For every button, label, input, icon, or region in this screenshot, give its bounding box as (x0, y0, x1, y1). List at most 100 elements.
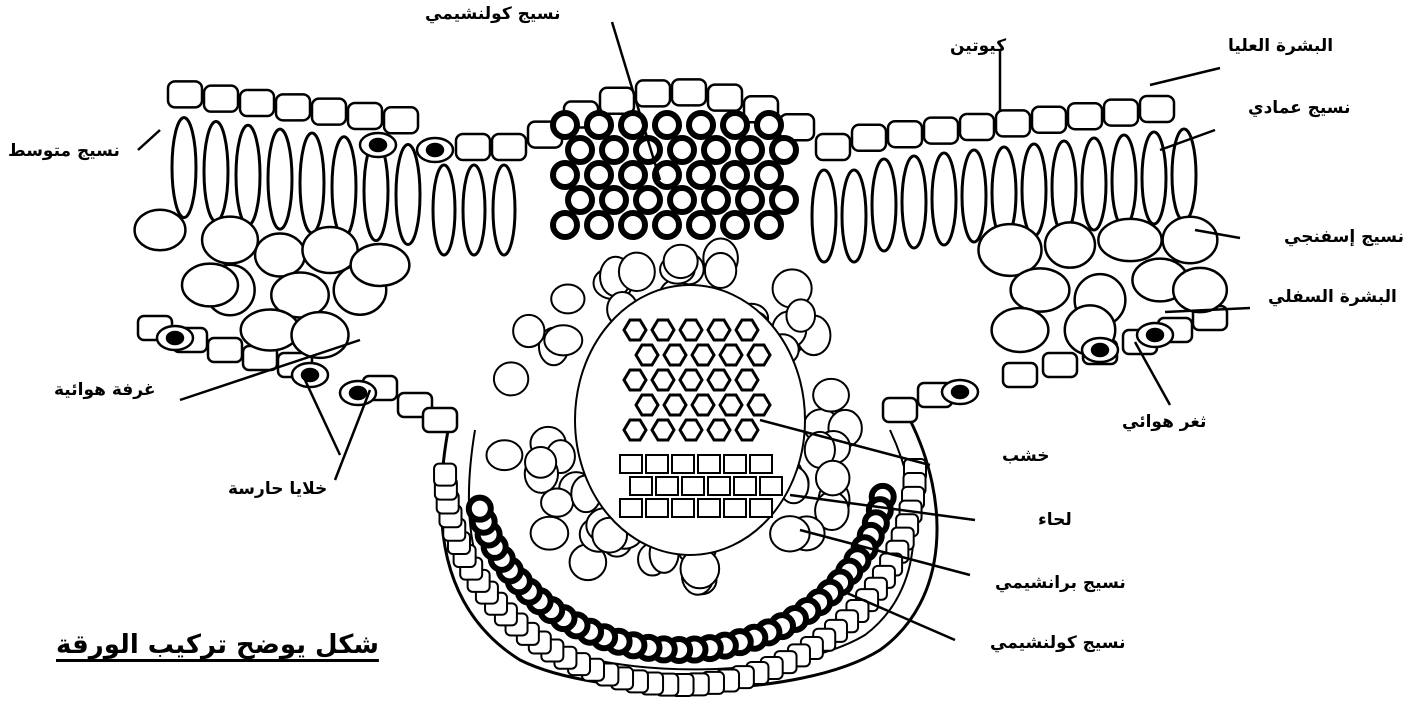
collenchyma-cell (670, 188, 694, 212)
palisade-cell (872, 159, 896, 251)
upper-epidermis-cell (456, 134, 490, 160)
collenchyma-cell (568, 138, 592, 162)
vascular-bundle (575, 285, 805, 555)
xylem-vessel (708, 370, 730, 390)
collenchyma-cell (670, 138, 694, 162)
xylem-vessel (708, 320, 730, 340)
palisade-cell (1112, 135, 1136, 227)
phloem-cell (646, 455, 668, 473)
parenchyma-cell (664, 245, 698, 278)
parenchyma-cell (551, 284, 584, 313)
parenchyma-cell (786, 299, 815, 331)
label-palisade: نسيج عمادي (1248, 98, 1351, 118)
xylem-vessel (692, 395, 714, 415)
guard-cell-nucleus (1092, 344, 1108, 356)
spongy-cell (351, 244, 410, 286)
palisade-cell (812, 170, 836, 262)
spongy-cell (992, 308, 1049, 352)
collenchyma-cell (587, 113, 611, 137)
phloem-cell (750, 455, 772, 473)
label-lower-epidermis: البشرة السفلي (1268, 287, 1397, 307)
parenchyma-cell (513, 315, 544, 347)
collenchyma-cell (553, 113, 577, 137)
spongy-cell (1173, 268, 1227, 312)
spongy-cell (241, 310, 300, 351)
upper-epidermis-cell (1068, 103, 1102, 129)
palisade-cell (463, 165, 485, 255)
upper-epidermis-cell (852, 125, 886, 151)
phloem-cell (672, 455, 694, 473)
xylem-vessel (736, 320, 758, 340)
guard-cell-nucleus (427, 144, 443, 156)
guard-cell-nucleus (952, 386, 968, 398)
phloem-cell (724, 499, 746, 517)
spongy-cell (202, 217, 258, 264)
spongy-cell (1045, 222, 1095, 267)
spongy-cell (1011, 268, 1070, 311)
label-parenchyma: نسيج برانشيمي (995, 573, 1126, 593)
collenchyma-cell (723, 213, 747, 237)
xylem-vessel (736, 370, 758, 390)
collenchyma-cell (704, 188, 728, 212)
xylem-vessel (680, 420, 702, 440)
collenchyma-cell (723, 113, 747, 137)
palisade-cell (236, 125, 260, 225)
phloem-cell (682, 477, 704, 495)
phloem-cell (620, 455, 642, 473)
guard-cell-nucleus (167, 332, 183, 344)
palisade-cell (300, 133, 324, 233)
xylem-vessel (748, 345, 770, 365)
spongy-cell (1098, 219, 1161, 261)
lower-epidermis-cell (208, 338, 242, 362)
parenchyma-cell (770, 516, 810, 551)
collenchyma-cell (757, 163, 781, 187)
palisade-cell (396, 144, 420, 244)
parenchyma-cell (816, 461, 849, 496)
collenchyma-cell (587, 213, 611, 237)
upper-epidermis-cell (888, 121, 922, 147)
parenchyma-cell (813, 379, 849, 412)
palisade-cell (962, 150, 986, 242)
collenchyma-cell (655, 113, 679, 137)
lower-epidermis-cell (1003, 363, 1037, 387)
lower-epidermis-cell (423, 408, 457, 432)
upper-epidermis-cell (996, 110, 1030, 136)
label-stoma: ثغر هوائي (1122, 412, 1206, 432)
upper-epidermis-cell (960, 114, 994, 140)
upper-epidermis-cell (240, 90, 274, 116)
spongy-cell (255, 234, 305, 277)
xylem-vessel (636, 395, 658, 415)
xylem-vessel (664, 345, 686, 365)
phloem-cell (672, 499, 694, 517)
xylem-vessel (624, 320, 646, 340)
phloem-cell (698, 499, 720, 517)
upper-epidermis-cell (204, 86, 238, 112)
label-xylem: خشب (1002, 446, 1050, 466)
xylem-vessel (692, 345, 714, 365)
xylem-vessel (652, 420, 674, 440)
collenchyma-cell (757, 213, 781, 237)
collenchyma-cell (621, 213, 645, 237)
collenchyma-cell (689, 113, 713, 137)
xylem-vessel (624, 420, 646, 440)
label-upper-epidermis: البشرة العليا (1228, 36, 1333, 56)
collenchyma-cell (704, 138, 728, 162)
palisade-cell (268, 129, 292, 229)
phloem-cell (656, 477, 678, 495)
palisade-cell (1172, 129, 1196, 221)
upper-epidermis-cell (312, 99, 346, 125)
upper-epidermis-cell (924, 118, 958, 144)
parenchyma-cell (541, 488, 573, 516)
midrib-epidermis-cell (434, 464, 456, 486)
collenchyma-cell (772, 188, 796, 212)
xylem-vessel (636, 345, 658, 365)
collenchyma-cell (602, 138, 626, 162)
leader-line (305, 380, 340, 455)
spongy-cell (1163, 217, 1218, 264)
xylem-vessel (624, 370, 646, 390)
upper-epidermis-cell (384, 107, 418, 133)
xylem-vessel (736, 420, 758, 440)
palisade-cell (493, 165, 515, 255)
phloem-cell (708, 477, 730, 495)
